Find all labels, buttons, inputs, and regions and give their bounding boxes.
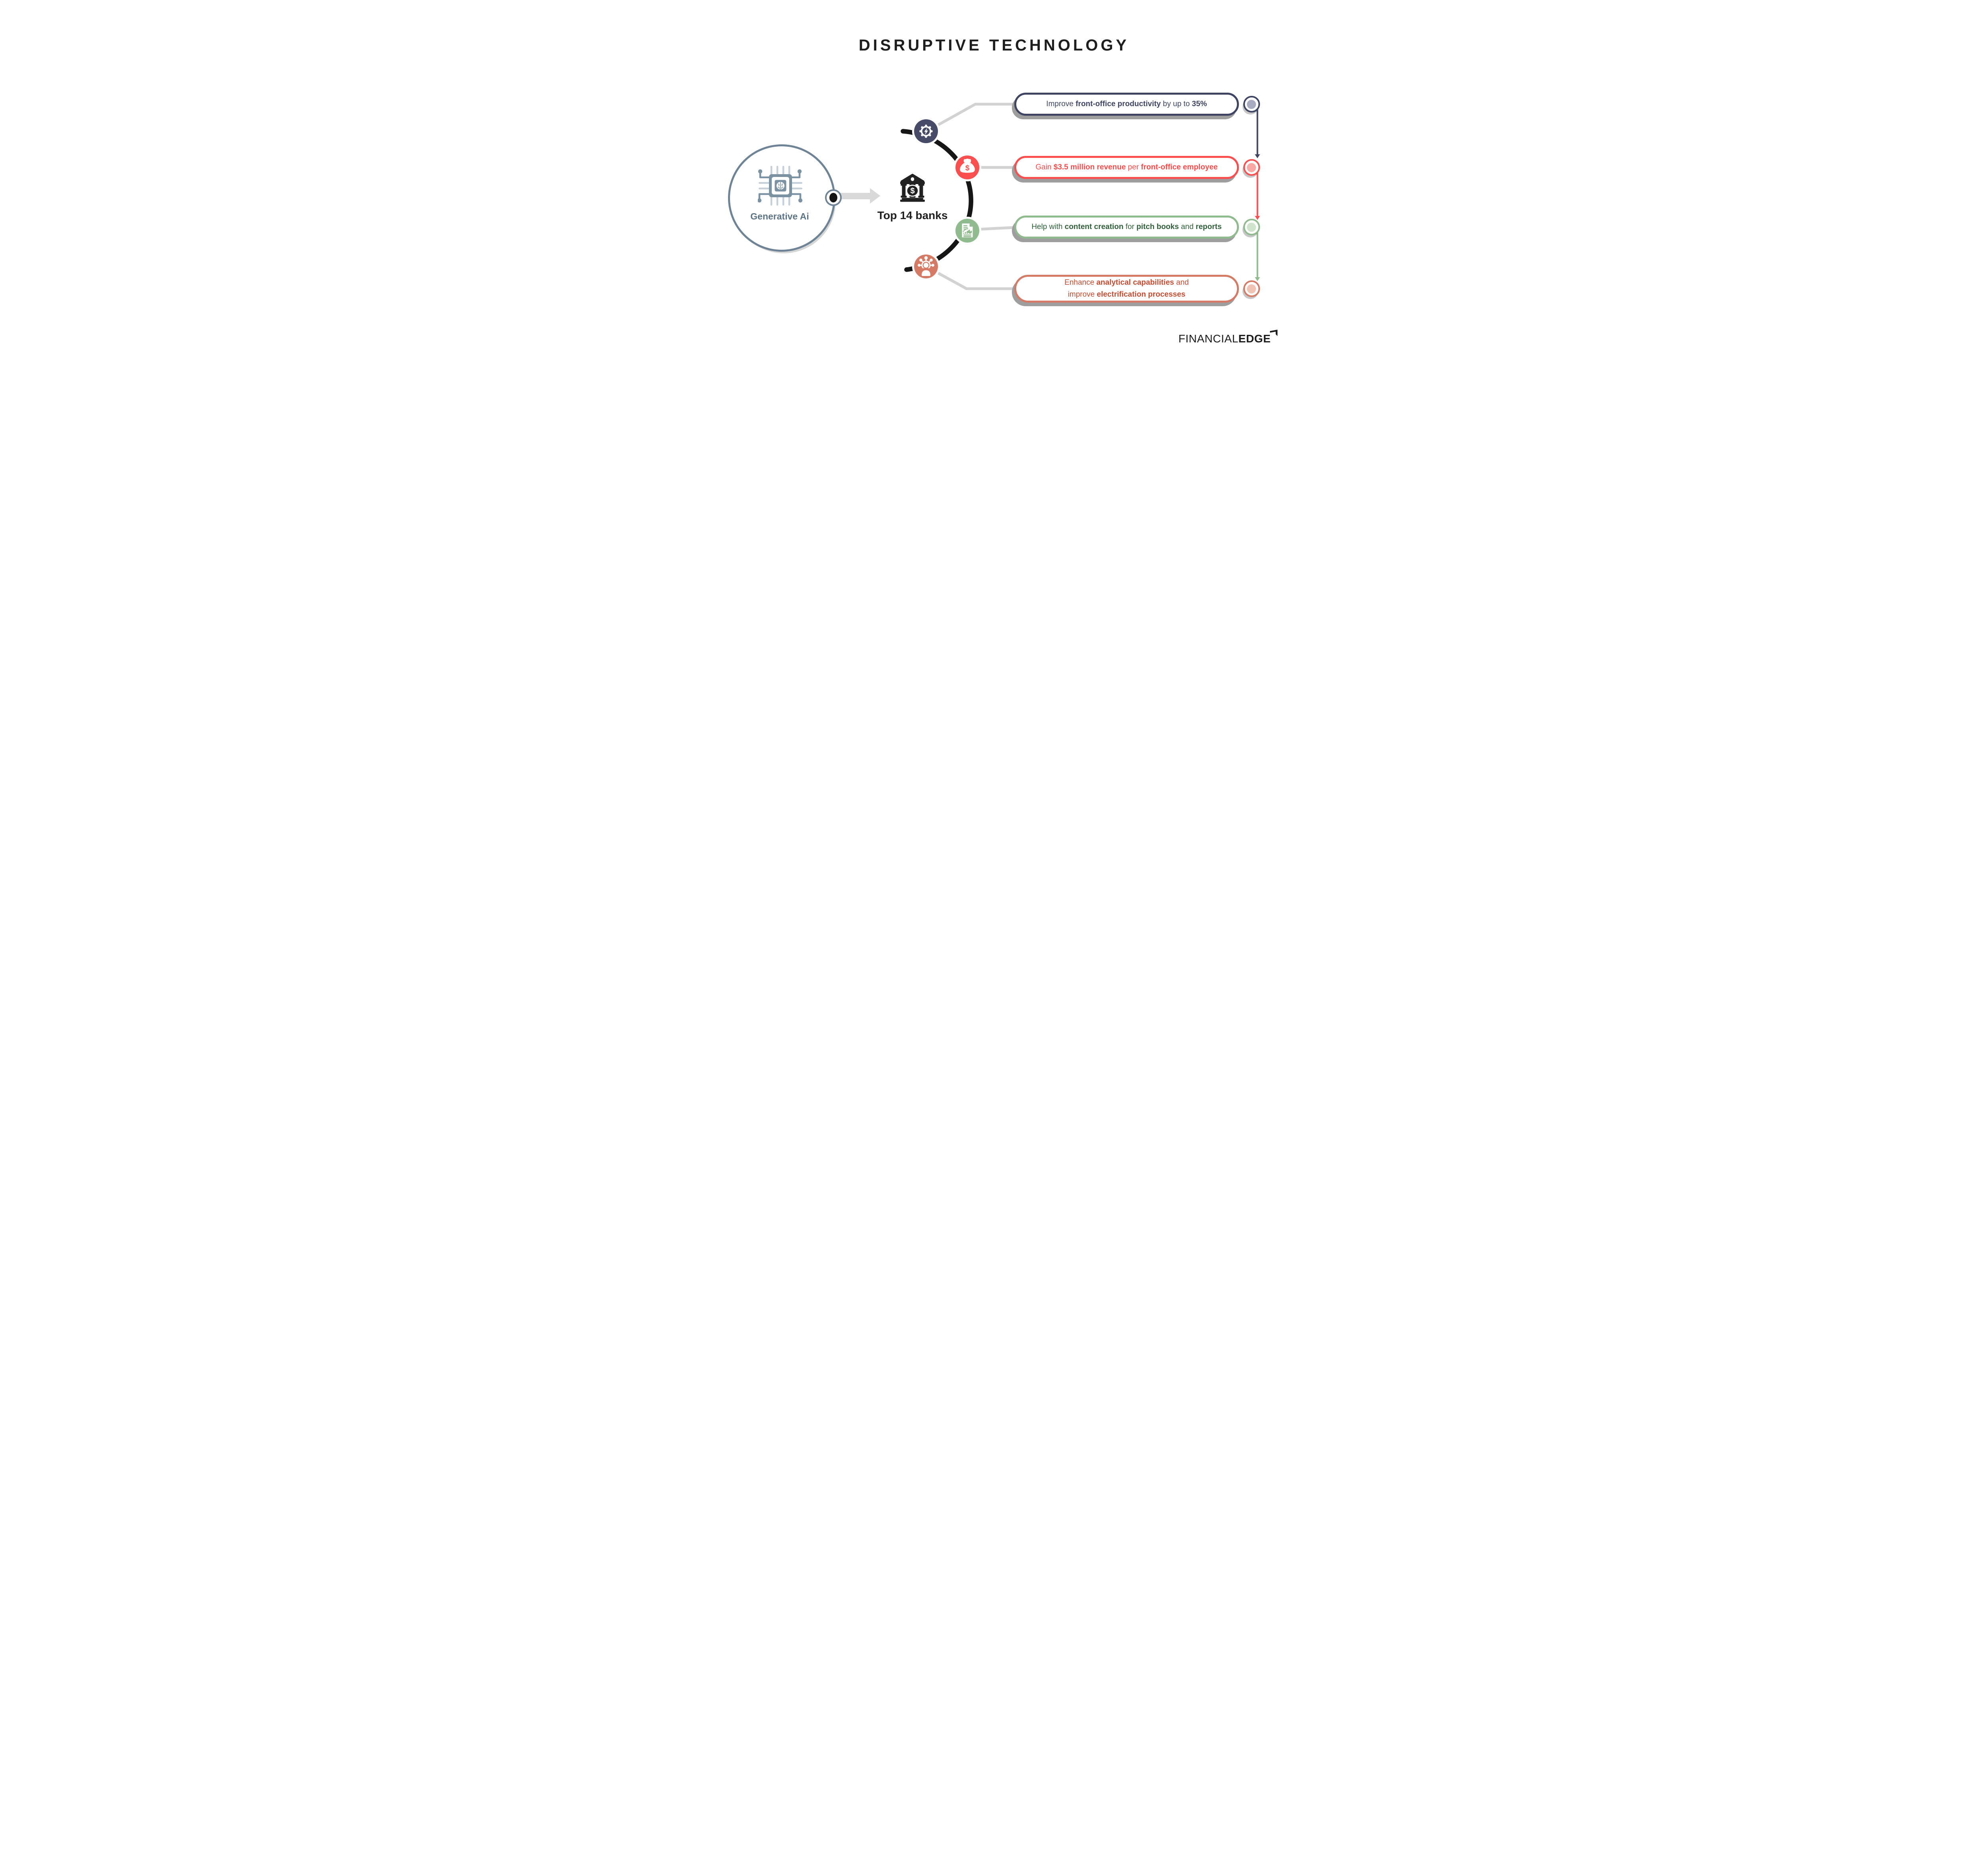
corner-flag-icon bbox=[1270, 330, 1277, 336]
ai-chip-brain-icon bbox=[758, 166, 803, 206]
hub-arrow-shaft bbox=[836, 193, 870, 199]
svg-text:$: $ bbox=[965, 164, 970, 173]
pill-text: Gain $3.5 million revenue per front-offi… bbox=[1035, 163, 1218, 171]
report-document-icon bbox=[955, 219, 979, 243]
generative-ai-circle bbox=[728, 144, 835, 252]
milestone-ring-4-dot bbox=[1247, 284, 1256, 293]
connector-network-to-pill4 bbox=[924, 265, 1016, 290]
pill-text: Improve front-office productivity by up … bbox=[1046, 100, 1207, 108]
milestone-ring-3 bbox=[1243, 219, 1260, 235]
infographic-canvas: Generative Ai $ Top 14 banks Improve fro… bbox=[676, 0, 1312, 375]
logo-financial: FINANCIAL bbox=[1178, 332, 1239, 345]
money-bag-icon: $ bbox=[955, 155, 979, 179]
connector-gear-to-pill1 bbox=[924, 103, 1016, 133]
hub-label: Generative Ai bbox=[750, 211, 809, 221]
person-network-icon bbox=[914, 255, 938, 278]
milestone-ring-2 bbox=[1243, 159, 1260, 176]
process-arc bbox=[901, 129, 973, 272]
bank-label: Top 14 banks bbox=[877, 209, 948, 221]
page-title: DISRUPTIVE TECHNOLOGY bbox=[858, 37, 1130, 54]
milestone-ring-1-dot bbox=[1247, 99, 1256, 109]
hub-edge-node bbox=[825, 189, 842, 206]
flow-arrowhead-2 bbox=[1255, 216, 1260, 220]
pill-front-office-productivity: Improve front-office productivity by up … bbox=[1014, 93, 1239, 116]
svg-text:$: $ bbox=[910, 187, 914, 196]
hub-arrow-head bbox=[870, 188, 880, 204]
flow-line-2 bbox=[1256, 167, 1258, 216]
milestone-ring-3-dot bbox=[1247, 222, 1256, 232]
flow-line-3 bbox=[1256, 227, 1258, 277]
bank-icon: $ bbox=[900, 174, 925, 202]
milestone-ring-1 bbox=[1243, 96, 1260, 113]
milestone-ring-4 bbox=[1243, 280, 1260, 297]
flow-arrowhead-1 bbox=[1255, 154, 1260, 158]
gear-lightning-icon bbox=[914, 119, 938, 143]
hub-edge-node-dot bbox=[829, 193, 837, 202]
logo-edge: EDGE bbox=[1238, 332, 1271, 345]
pill-text: Help with content creation for pitch boo… bbox=[1031, 223, 1222, 231]
flow-line-1 bbox=[1256, 104, 1258, 154]
pill-content-creation: Help with content creation for pitch boo… bbox=[1014, 216, 1239, 239]
milestone-ring-2-dot bbox=[1247, 163, 1256, 172]
pill-revenue-per-employee: Gain $3.5 million revenue per front-offi… bbox=[1014, 156, 1239, 179]
flow-arrowhead-3 bbox=[1255, 277, 1260, 281]
